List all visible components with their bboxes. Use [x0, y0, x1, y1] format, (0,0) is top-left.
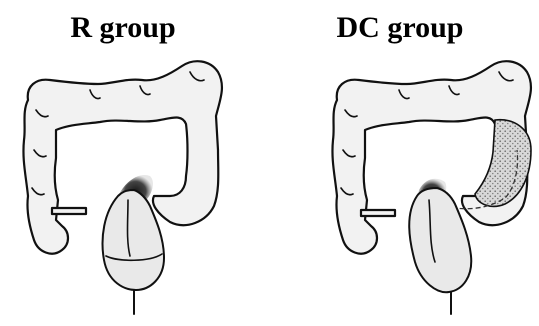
panel-r-group: R group — [0, 0, 270, 326]
appendix-tab — [52, 208, 86, 214]
colon-illustration-dc-group — [269, 0, 539, 326]
colon-illustration-r-group — [0, 0, 270, 326]
panel-dc-group: DC group — [269, 0, 539, 326]
appendix-tab — [361, 210, 395, 216]
